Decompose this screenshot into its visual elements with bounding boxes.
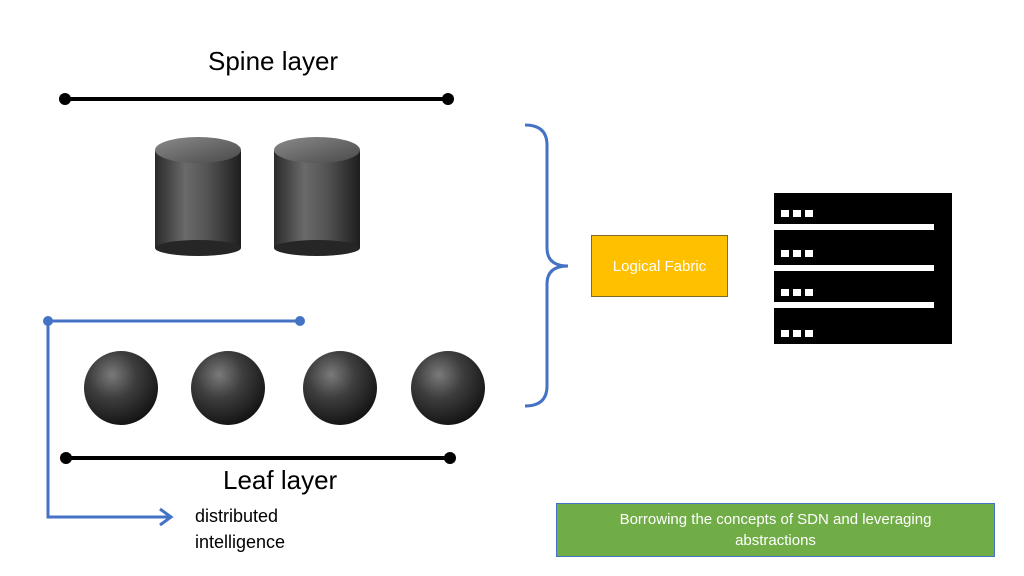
leaf-switch-sphere-icon	[411, 351, 485, 425]
leaf-switch-sphere-icon	[303, 351, 377, 425]
leaf-switch-sphere-icon	[191, 351, 265, 425]
sdn-abstraction-box: Borrowing the concepts of SDN and levera…	[556, 503, 995, 557]
arrow-right-icon	[159, 507, 174, 527]
spine-switch-cylinder-icon	[274, 137, 360, 256]
leaf-switch-sphere-icon	[84, 351, 158, 425]
spine-layer-title: Spine layer	[208, 46, 339, 76]
distributed-intelligence-label: distributed intelligence	[195, 506, 286, 552]
leaf-layer-line	[60, 452, 456, 464]
leaf-layer-title: Leaf layer	[223, 465, 338, 495]
sdn-abstraction-label: Borrowing the concepts of SDN and levera…	[619, 511, 932, 549]
logical-fabric-box: Logical Fabric	[591, 235, 728, 297]
spine-switch-cylinder-icon	[155, 137, 241, 256]
logical-fabric-label: Logical Fabric	[612, 257, 707, 275]
grouping-brace	[524, 123, 569, 408]
distributed-intelligence-connector	[43, 316, 305, 519]
spine-layer-line	[59, 93, 454, 105]
server-rack-icon	[774, 193, 952, 344]
